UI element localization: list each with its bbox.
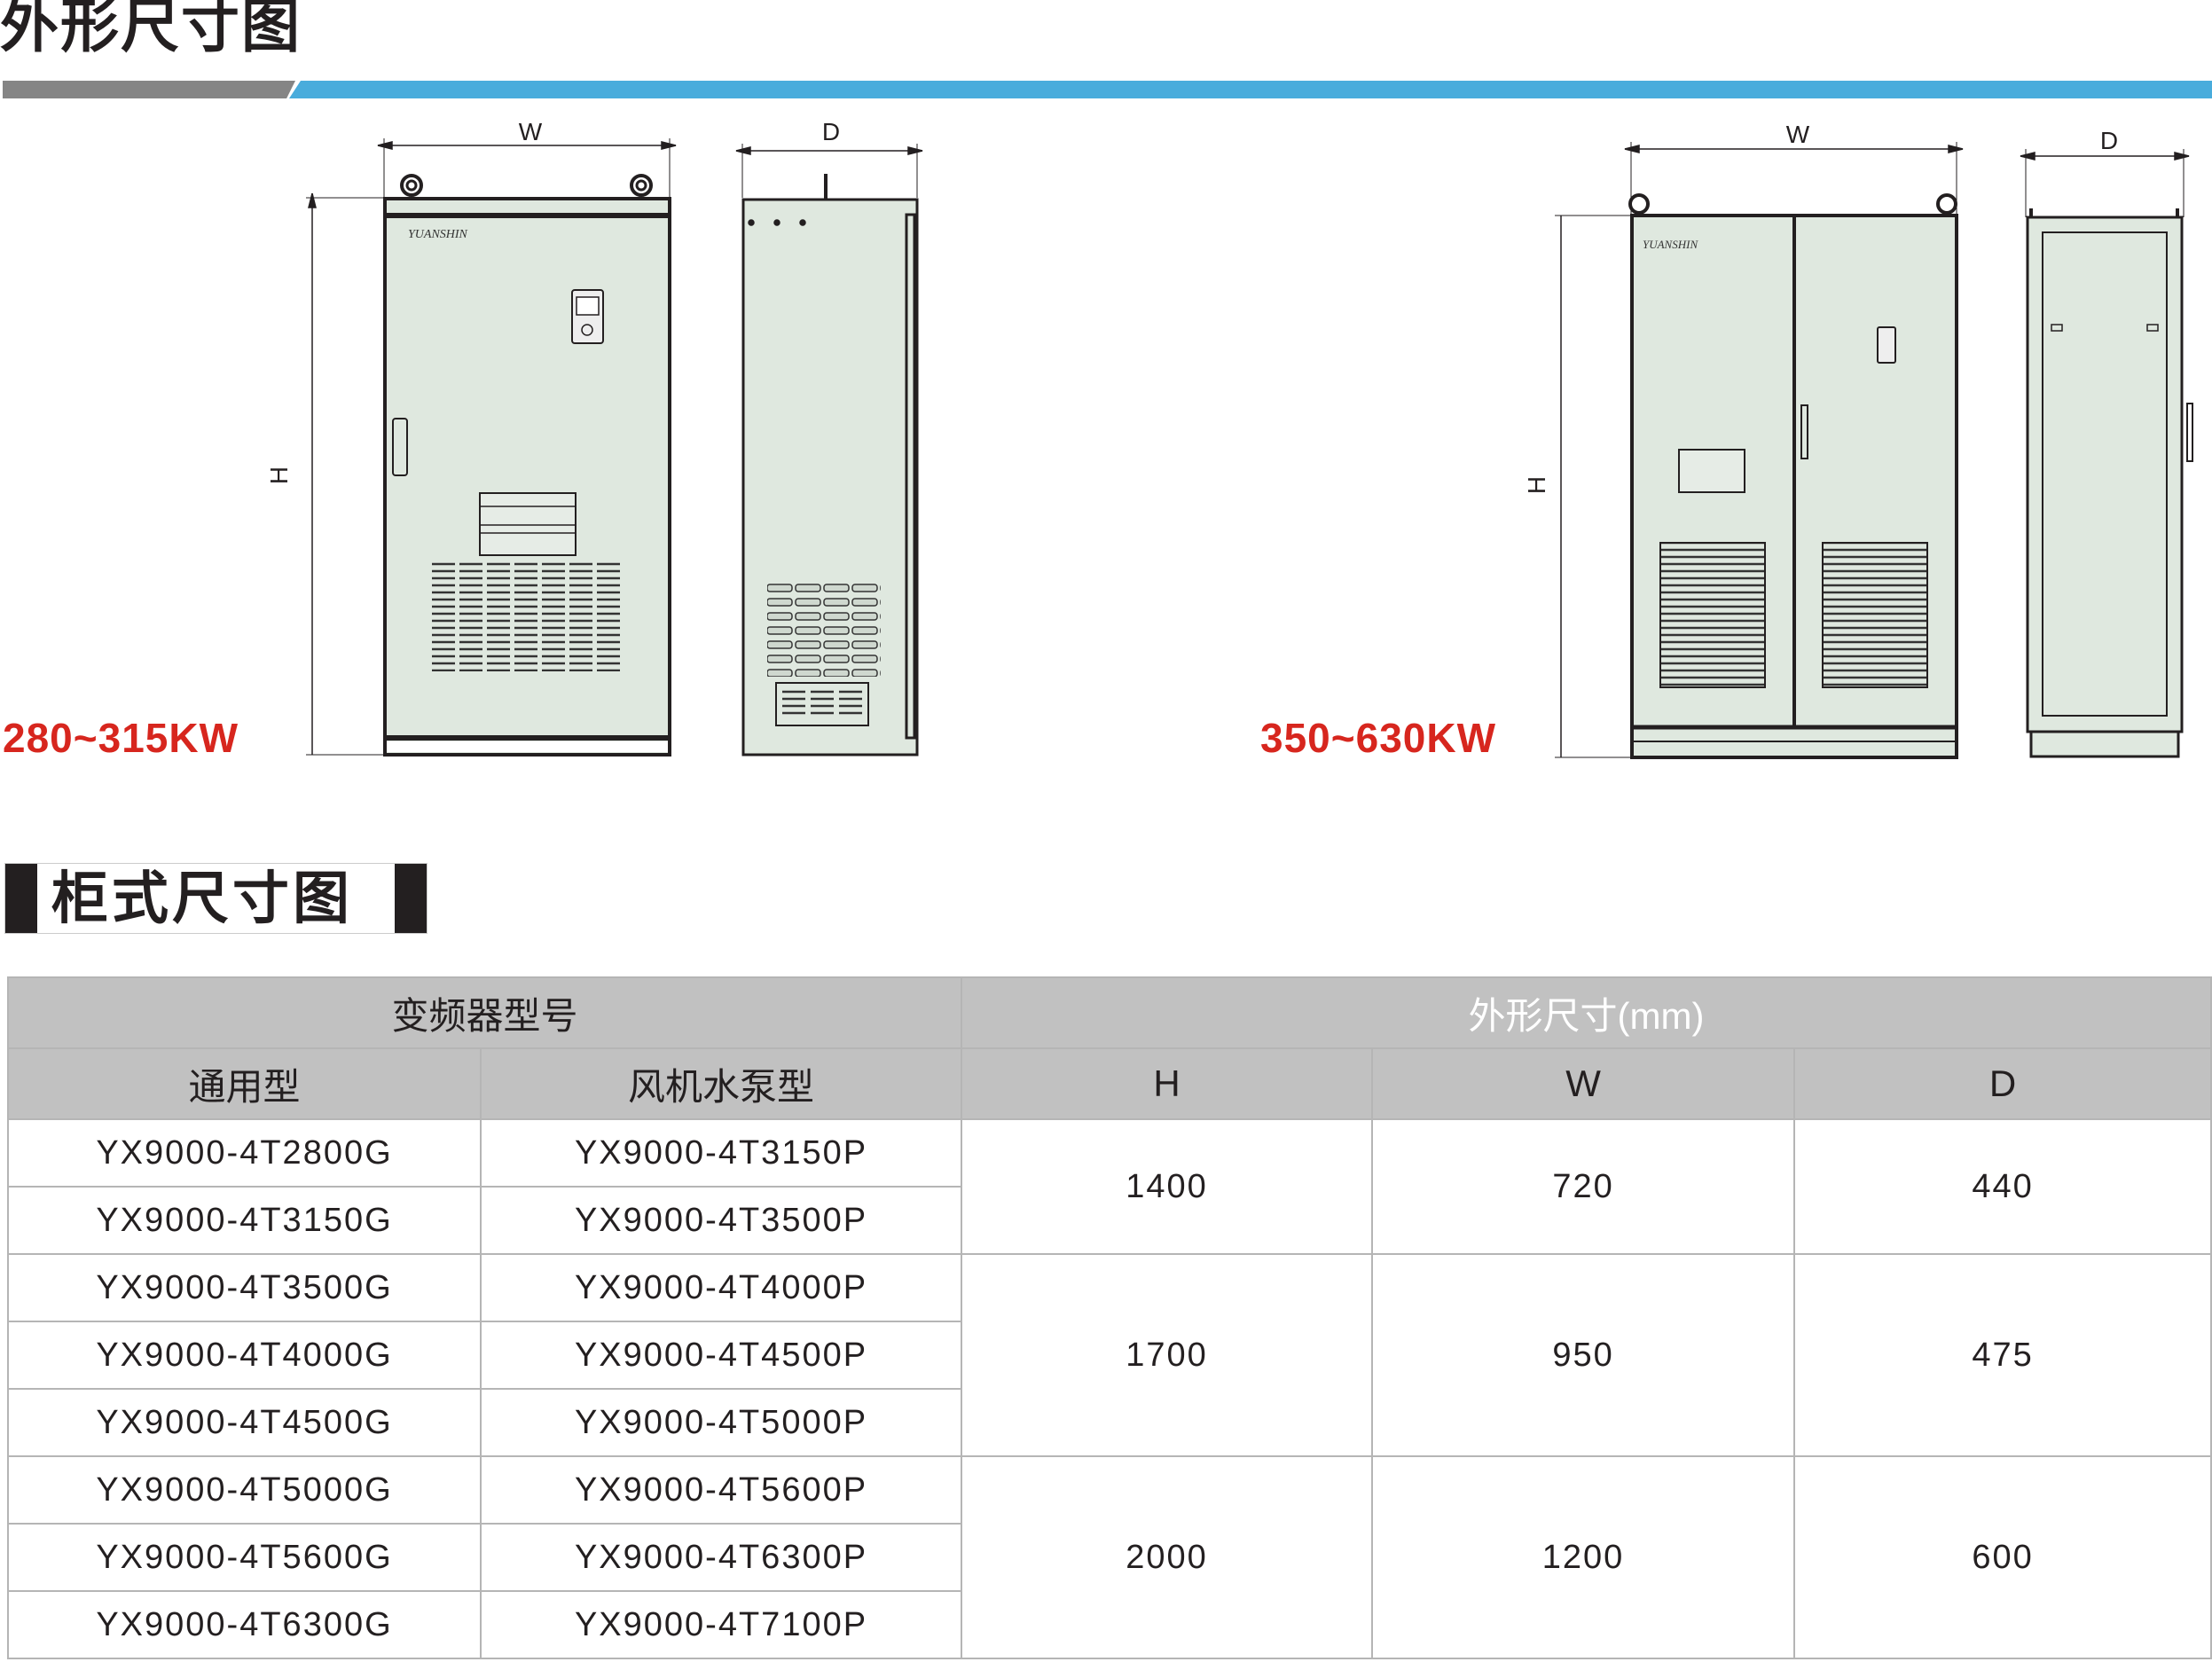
dim-h-cell: 1700	[961, 1253, 1374, 1457]
small-w-dimension	[377, 138, 677, 198]
section-heading: 柜式尺寸图	[4, 863, 427, 934]
general-model-cell: YX9000-4T3150G	[7, 1186, 482, 1255]
small-d-label: D	[822, 118, 840, 145]
general-model-cell: YX9000-4T6300G	[7, 1590, 482, 1659]
large-power-range: 350~630KW	[1260, 715, 1496, 761]
cabinet-drawings: YUANSHIN	[265, 118, 2193, 759]
dim-w-cell: 720	[1371, 1118, 1796, 1255]
section-title: 柜式尺寸图	[51, 866, 353, 932]
fan-pump-model-cell: YX9000-4T3150P	[479, 1118, 963, 1188]
general-model-cell: YX9000-4T5000G	[7, 1455, 482, 1525]
small-d-dimension	[735, 144, 923, 198]
fan-pump-model-cell: YX9000-4T5600P	[479, 1455, 963, 1525]
header-dims-group: 外形尺寸(mm)	[961, 976, 2212, 1049]
header-w: W	[1371, 1047, 1796, 1120]
general-model-cell: YX9000-4T3500G	[7, 1253, 482, 1322]
small-power-range: 280~315KW	[3, 715, 239, 761]
general-model-cell: YX9000-4T5600G	[7, 1523, 482, 1592]
small-cabinet-front: YUANSHIN	[383, 174, 671, 757]
large-h-label: H	[1523, 476, 1550, 494]
dimension-table: 变频器型号 外形尺寸(mm) 通用型 风机水泵型 H W D YX9000-4T…	[6, 976, 2212, 1659]
header-h: H	[961, 1047, 1374, 1120]
general-model-cell: YX9000-4T4000G	[7, 1321, 482, 1390]
page-title: 外形尺寸图	[0, 0, 302, 60]
large-d-label: D	[2100, 127, 2118, 154]
fan-pump-model-cell: YX9000-4T7100P	[479, 1590, 963, 1659]
small-h-label: H	[265, 466, 293, 484]
fan-pump-model-cell: YX9000-4T4500P	[479, 1321, 963, 1390]
dim-h-cell: 2000	[961, 1455, 1374, 1659]
heading-block-right	[395, 864, 427, 933]
large-w-label: W	[1786, 121, 1810, 148]
fan-pump-model-cell: YX9000-4T3500P	[479, 1186, 963, 1255]
large-h-dimension	[1555, 215, 1631, 758]
large-d-dimension	[2020, 149, 2190, 217]
small-cabinet-side	[741, 174, 919, 757]
small-h-dimension	[306, 192, 384, 756]
large-cabinet-side	[2026, 208, 2193, 758]
dim-d-cell: 475	[1793, 1253, 2212, 1457]
header-model-group: 变频器型号	[6, 976, 963, 1049]
header-general: 通用型	[7, 1047, 482, 1120]
fan-pump-model-cell: YX9000-4T5000P	[479, 1388, 963, 1457]
large-cabinet-front: YUANSHIN	[1628, 193, 1958, 759]
fan-pump-model-cell: YX9000-4T4000P	[479, 1253, 963, 1322]
dim-d-cell: 600	[1793, 1455, 2212, 1659]
svg-text:YUANSHIN: YUANSHIN	[408, 228, 468, 241]
header-d: D	[1793, 1047, 2212, 1120]
large-w-dimension	[1624, 142, 1964, 216]
small-w-label: W	[519, 118, 543, 145]
fan-pump-model-cell: YX9000-4T6300P	[479, 1523, 963, 1592]
general-model-cell: YX9000-4T2800G	[7, 1118, 482, 1188]
heading-block-left	[5, 864, 37, 933]
dim-w-cell: 950	[1371, 1253, 1796, 1457]
dim-h-cell: 1400	[961, 1118, 1374, 1255]
title-bar-gray	[3, 81, 295, 98]
title-bar-blue	[289, 81, 2212, 98]
general-model-cell: YX9000-4T4500G	[7, 1388, 482, 1457]
dim-w-cell: 1200	[1371, 1455, 1796, 1659]
header-fan-pump: 风机水泵型	[479, 1047, 963, 1120]
svg-text:YUANSHIN: YUANSHIN	[1643, 238, 1698, 251]
dim-d-cell: 440	[1793, 1118, 2212, 1255]
